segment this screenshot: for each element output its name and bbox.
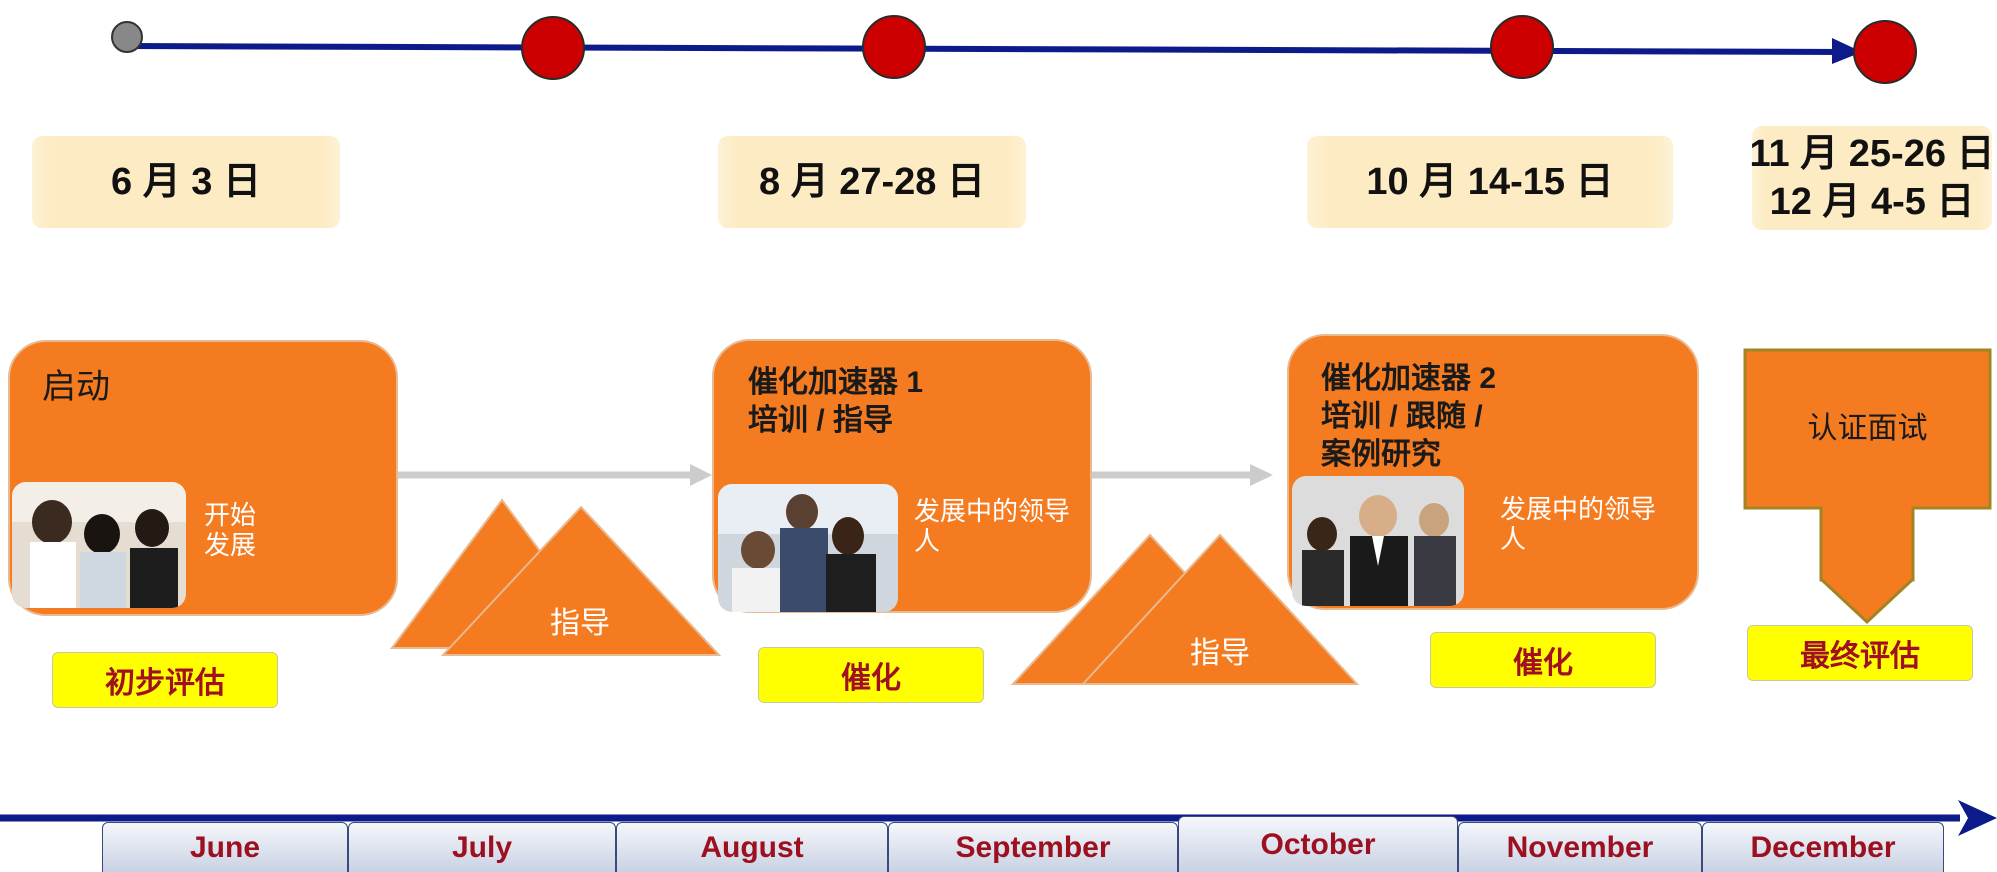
tag-catalyst-1: 催化: [758, 647, 984, 703]
date-text: 6 月 3 日: [111, 161, 261, 203]
month-july: July: [348, 822, 616, 872]
tag-text: 催化: [1513, 647, 1573, 680]
month-october: October: [1178, 816, 1458, 872]
connector-arrowhead: [1250, 464, 1273, 486]
tag-text: 初步评估: [105, 667, 225, 700]
month-axis-arrowhead: [1958, 800, 1997, 836]
top-timeline-line: [127, 43, 1846, 55]
timeline-start-dot: [111, 21, 143, 53]
cert-arrow-callout: [1743, 348, 1992, 625]
tag-catalyst-2: 催化: [1430, 632, 1656, 688]
milestone-dot: [1490, 15, 1554, 79]
date-box-august: 8 月 27-28 日: [718, 136, 1026, 228]
tag-initial-assessment: 初步评估: [52, 652, 278, 708]
phase-accelerator-1-title: 催化加速器 1 培训 / 指导: [748, 366, 924, 437]
phase-accelerator-2-title: 催化加速器 2 培训 / 跟随 / 案例研究: [1321, 362, 1497, 471]
phase-kickoff-title: 启动: [42, 368, 110, 406]
date-text-line1: 11 月 25-26 日: [1749, 133, 1995, 175]
executives-photo: [1292, 476, 1464, 606]
connector-arrowhead: [690, 464, 712, 486]
date-box-october: 10 月 14-15 日: [1307, 136, 1673, 228]
team-photo: [12, 482, 186, 608]
phase-accelerator-1: [712, 339, 1092, 613]
month-september: September: [888, 822, 1178, 872]
meeting-photo: [718, 484, 898, 612]
milestone-dot: [521, 16, 585, 80]
tag-text: 最终评估: [1800, 640, 1920, 673]
date-text: 8 月 27-28 日: [759, 161, 985, 203]
month-august: August: [616, 822, 888, 872]
date-text-line2: 12 月 4-5 日: [1769, 181, 1975, 223]
month-november: November: [1458, 822, 1702, 872]
coaching-label: 指导: [1190, 637, 1250, 670]
date-box-june: 6 月 3 日: [32, 136, 340, 228]
tag-final-assessment: 最终评估: [1747, 625, 1973, 681]
milestone-dot: [1853, 20, 1917, 84]
coaching-triangle-front: [440, 505, 722, 656]
month-june: June: [102, 822, 348, 872]
coaching-label: 指导: [550, 607, 610, 640]
month-december: December: [1702, 822, 1944, 872]
date-text: 10 月 14-15 日: [1366, 161, 1614, 203]
date-box-nov-dec: 11 月 25-26 日 12 月 4-5 日: [1749, 126, 1995, 230]
month-axis: June July August September October Novem…: [102, 816, 1944, 872]
phase-accelerator-1-sub: 发展中的领导人: [914, 496, 1071, 556]
phase-accelerator-2-sub: 发展中的领导人: [1500, 494, 1657, 554]
coaching-triangle-front: [1080, 533, 1360, 685]
phase-kickoff-sub: 开始 发展: [204, 500, 257, 560]
cert-interview-title: 认证面试: [1807, 412, 1928, 445]
tag-text: 催化: [841, 662, 901, 695]
top-timeline-arrowhead: [1832, 38, 1862, 64]
milestone-dot: [862, 15, 926, 79]
